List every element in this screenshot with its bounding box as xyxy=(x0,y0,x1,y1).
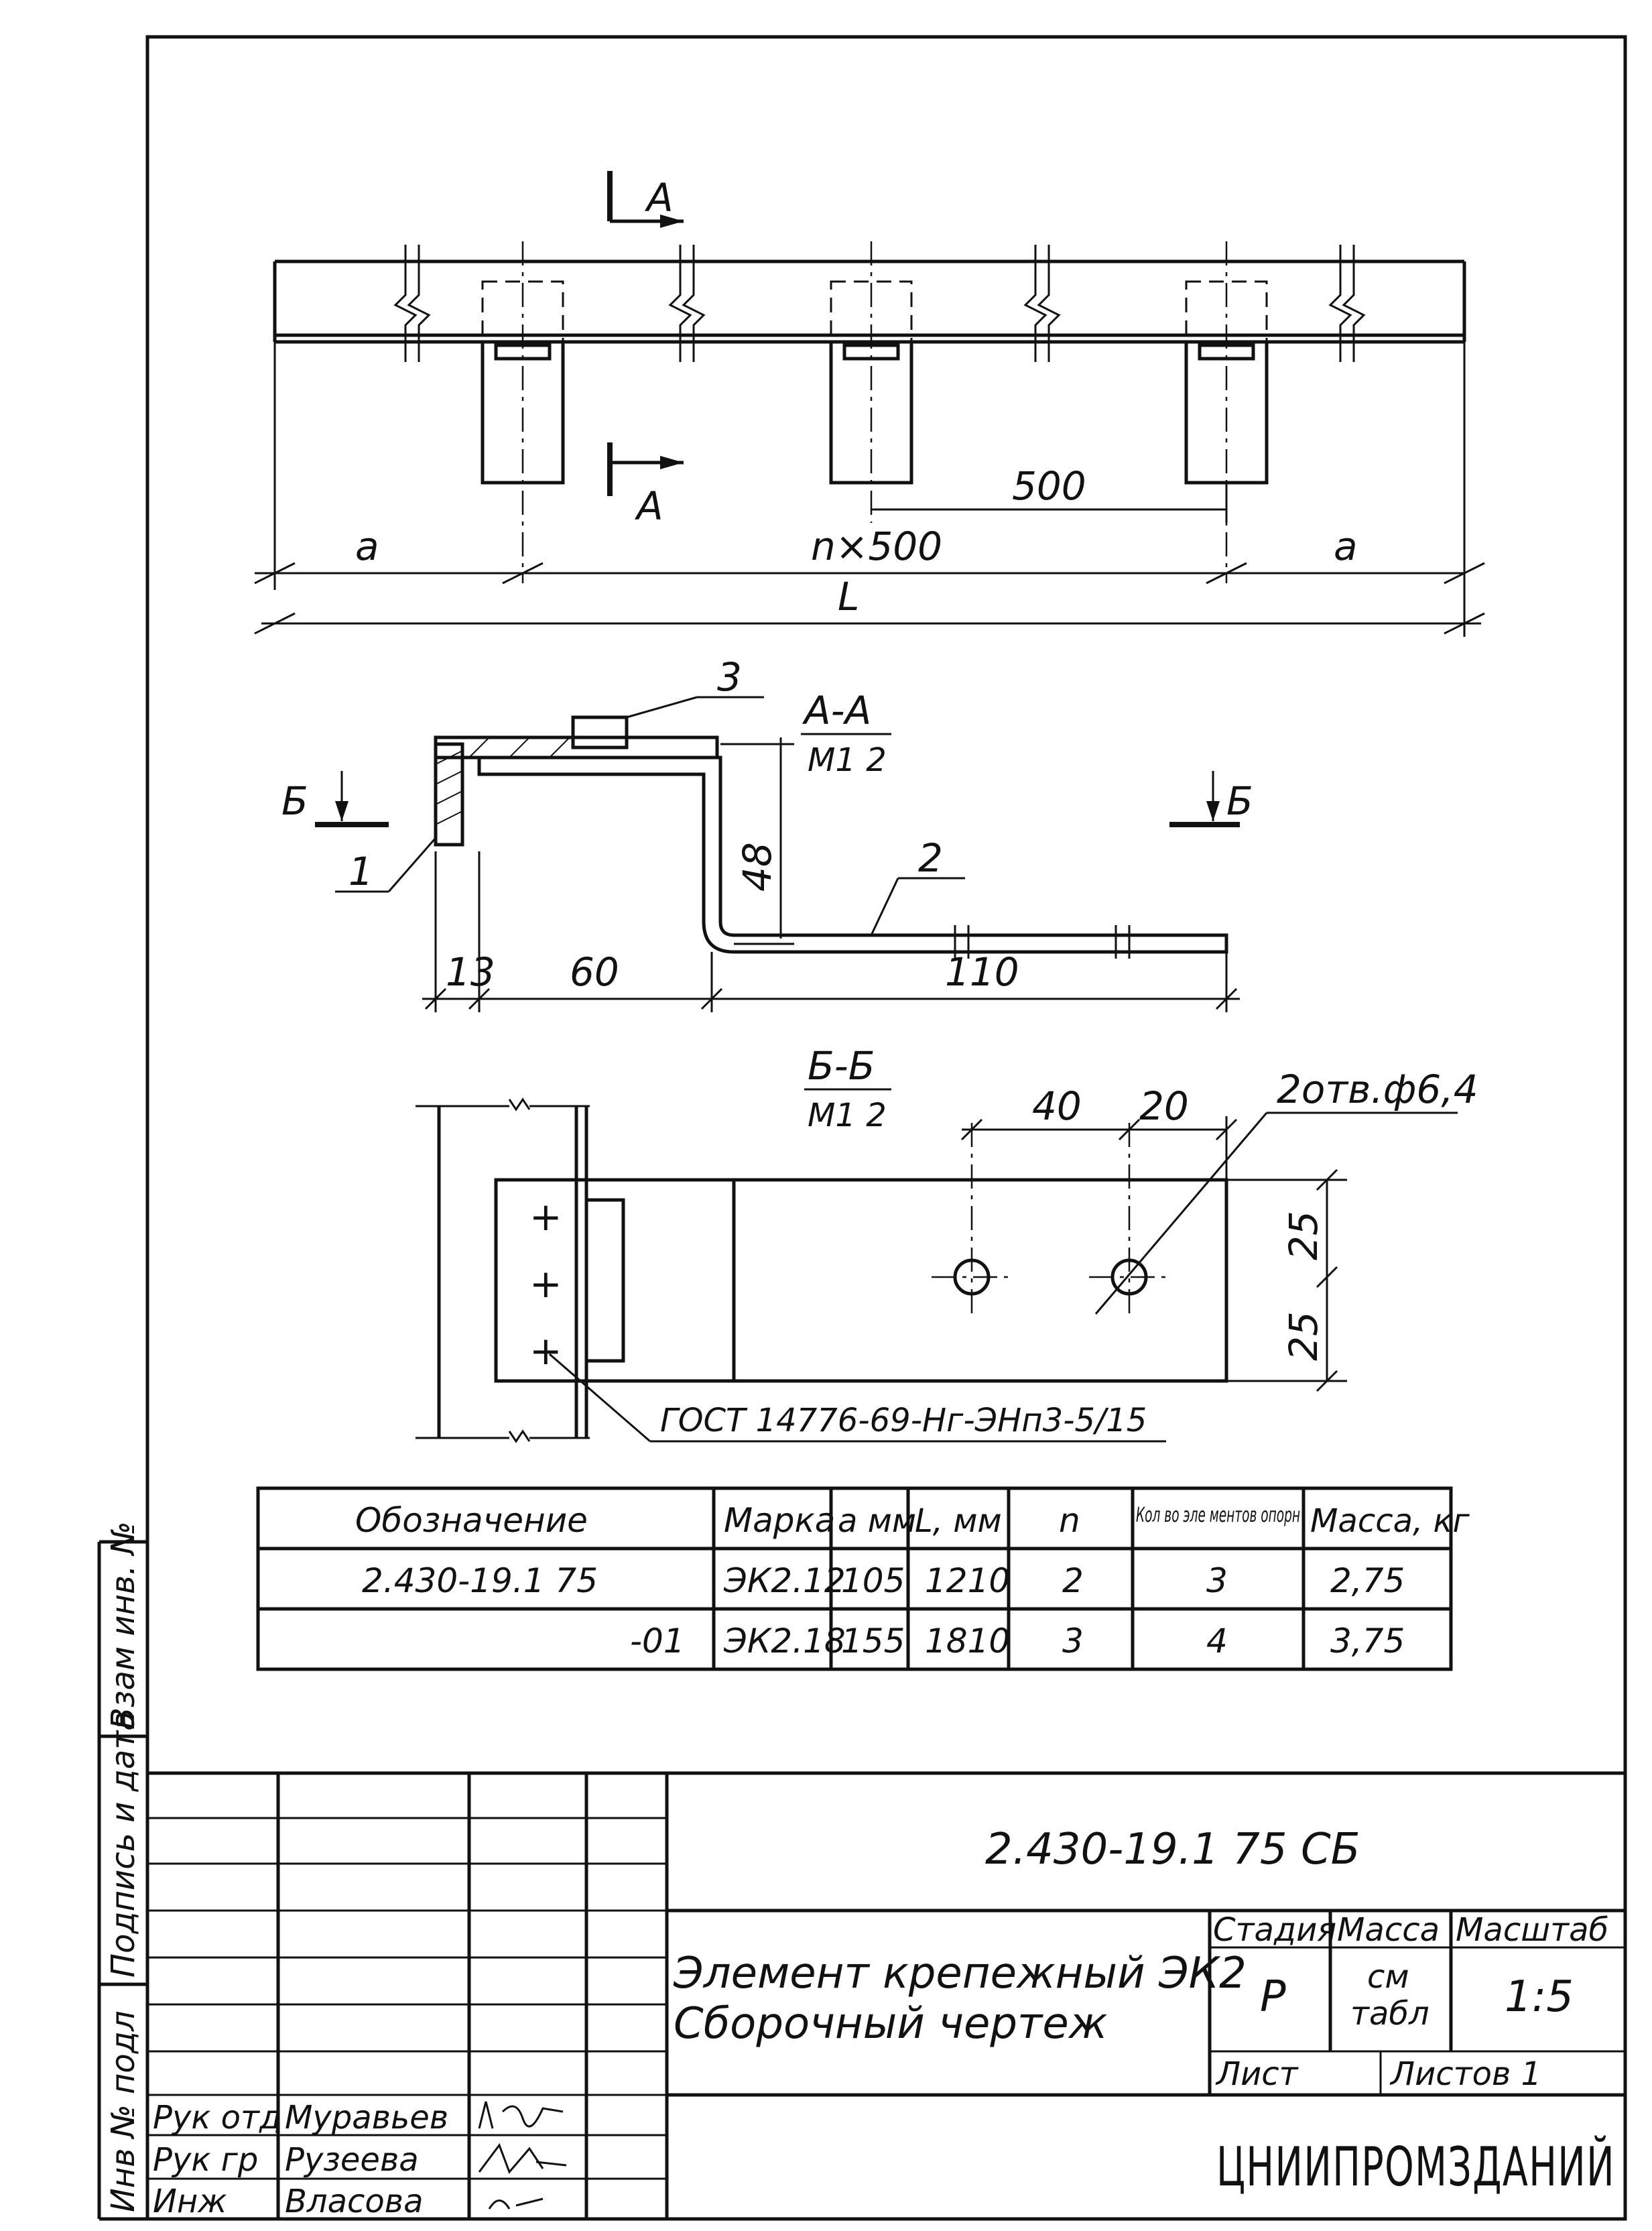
section-mark-b-left: Б xyxy=(281,771,389,827)
section-bb-scale: M1 2 xyxy=(808,1097,887,1134)
spec-header-a: а мм xyxy=(838,1502,916,1540)
sheet-frame xyxy=(97,35,1627,2221)
dim-40: 40 xyxy=(1032,1083,1082,1129)
callout-3: 3 xyxy=(717,654,742,700)
spec-r2-a: 155 xyxy=(841,1622,905,1661)
spec-header-l: L, мм xyxy=(915,1502,1002,1540)
dim-chain: a n×500 a xyxy=(254,342,1485,637)
fastener-2 xyxy=(829,241,913,523)
dim-a-left: a xyxy=(355,524,379,569)
signature-3 xyxy=(488,2197,544,2210)
spec-header-designation: Обозначение xyxy=(355,1501,588,1540)
scale-label: Масштаб xyxy=(1456,1911,1608,1949)
spec-r1-l: 1210 xyxy=(925,1561,1010,1600)
dim-20: 20 xyxy=(1139,1083,1189,1129)
dim-pitch-value: 500 xyxy=(1012,463,1086,509)
sheets-label: Листов 1 xyxy=(1389,2055,1541,2093)
spec-r2-n: 3 xyxy=(1062,1622,1084,1661)
role-engineer: Инж xyxy=(153,2183,227,2220)
top-view: A A 500 a n×500 a xyxy=(254,171,1485,637)
doc-code: 2.430-19.1 75 СБ xyxy=(985,1825,1360,1874)
side-stamp-inv-podl: Инв № подл xyxy=(105,2010,142,2212)
dim-110: 110 xyxy=(945,949,1019,995)
sheet-label: Лист xyxy=(1215,2055,1299,2093)
name-group-head: Рузеева xyxy=(285,2141,419,2179)
callout-2: 2 xyxy=(918,835,943,881)
callout-1: 1 xyxy=(348,849,373,894)
dim-a-right: a xyxy=(1334,524,1358,569)
section-cut-a-top: A xyxy=(607,171,684,228)
spec-header-mark: Марка xyxy=(724,1501,835,1540)
spec-r2-l: 1810 xyxy=(925,1622,1010,1661)
spec-r1-mark: ЭК2.12 xyxy=(723,1561,846,1600)
break-symbols xyxy=(393,245,1366,362)
spec-r1-designation: 2.430-19.1 75 xyxy=(362,1561,598,1600)
dim-total-l: L xyxy=(838,574,859,619)
mass-value-1: см xyxy=(1367,1958,1409,1996)
spec-r2-count: 4 xyxy=(1206,1622,1228,1661)
dim-height-48: 48 xyxy=(735,842,780,892)
signature-1 xyxy=(478,2101,564,2129)
spec-header-mass: Масса, кг xyxy=(1310,1502,1470,1540)
section-letter-b-right: Б xyxy=(1226,778,1253,824)
section-aa-title: A-A xyxy=(802,688,871,733)
weld-note: ГОСТ 14776-69-Нг-ЭНп3-5/15 xyxy=(660,1402,1147,1439)
spec-r1-n: 2 xyxy=(1062,1561,1084,1600)
dim-13: 13 xyxy=(446,949,495,995)
mass-label: Масса xyxy=(1337,1911,1440,1949)
stage-label: Стадия xyxy=(1213,1911,1336,1949)
signature-2 xyxy=(478,2143,567,2174)
fastener-3 xyxy=(1184,241,1269,583)
section-aa: A-A M1 2 3 1 2 xyxy=(281,654,1253,1012)
section-letter-a-bottom: A xyxy=(634,483,663,529)
title-line-1: Элемент крепежный ЭК2 xyxy=(673,1949,1247,1998)
organization: ЦНИИПРОМЗДАНИЙ xyxy=(1216,2135,1615,2198)
weld-cross-1: + xyxy=(529,1194,562,1240)
fastener-1 xyxy=(481,241,565,583)
dim-25-bottom: 25 xyxy=(1281,1311,1326,1361)
spec-r2-mark: ЭК2.18 xyxy=(723,1622,846,1661)
spec-table: Обозначение Марка а мм L, мм n Кол во эл… xyxy=(256,1486,1470,1671)
dim-total: L xyxy=(254,574,1485,635)
dim-pitch: 500 xyxy=(871,463,1228,523)
mass-value-2: табл xyxy=(1350,1995,1429,2033)
weld-cross-2: + xyxy=(529,1261,562,1307)
spec-r1-a: 105 xyxy=(841,1561,905,1600)
dim-25-top: 25 xyxy=(1281,1211,1326,1260)
role-dept-head: Рук отд xyxy=(153,2099,281,2136)
dim-60: 60 xyxy=(570,949,619,995)
spec-r2-mass: 3,75 xyxy=(1330,1622,1405,1661)
side-stamp-signature-date: Подпись и дата xyxy=(105,1711,142,1978)
stage-value: Р xyxy=(1260,1972,1286,2022)
spec-header-count: Кол во эле ментов опорн xyxy=(1136,1504,1300,1527)
section-letter-a-top: A xyxy=(644,175,674,221)
section-cut-a-bottom: A xyxy=(607,442,684,529)
spec-header-n: n xyxy=(1059,1501,1080,1540)
spec-r1-count: 3 xyxy=(1206,1561,1228,1600)
scale-value: 1:5 xyxy=(1505,1972,1574,2022)
title-block: Рук отд Рук гр Инж Муравьев Рузеева Влас… xyxy=(147,1771,1625,2220)
side-stamp-replaced-inv: Взам инв. № xyxy=(105,1521,142,1730)
name-dept-head: Муравьев xyxy=(285,2099,448,2136)
hole-note: 2отв.ф6,4 xyxy=(1277,1067,1478,1112)
role-group-head: Рук гр xyxy=(153,2141,258,2179)
section-mark-b-right: Б xyxy=(1169,771,1253,827)
side-stamp: Инв № подл Подпись и дата Взам инв. № xyxy=(105,1521,142,2212)
section-letter-b-left: Б xyxy=(281,778,308,824)
section-bb: Б-Б M1 2 + + + 40 20 xyxy=(416,1043,1478,1443)
dim-span: n×500 xyxy=(811,524,942,569)
spec-r1-mass: 2,75 xyxy=(1330,1561,1405,1600)
section-aa-scale: M1 2 xyxy=(808,741,887,779)
section-bb-title: Б-Б xyxy=(808,1043,875,1089)
title-line-2: Сборочный чертеж xyxy=(674,1999,1108,2049)
weld-cross-3: + xyxy=(529,1328,562,1374)
spec-r2-designation: -01 xyxy=(630,1622,685,1661)
name-engineer: Власова xyxy=(285,2183,423,2220)
